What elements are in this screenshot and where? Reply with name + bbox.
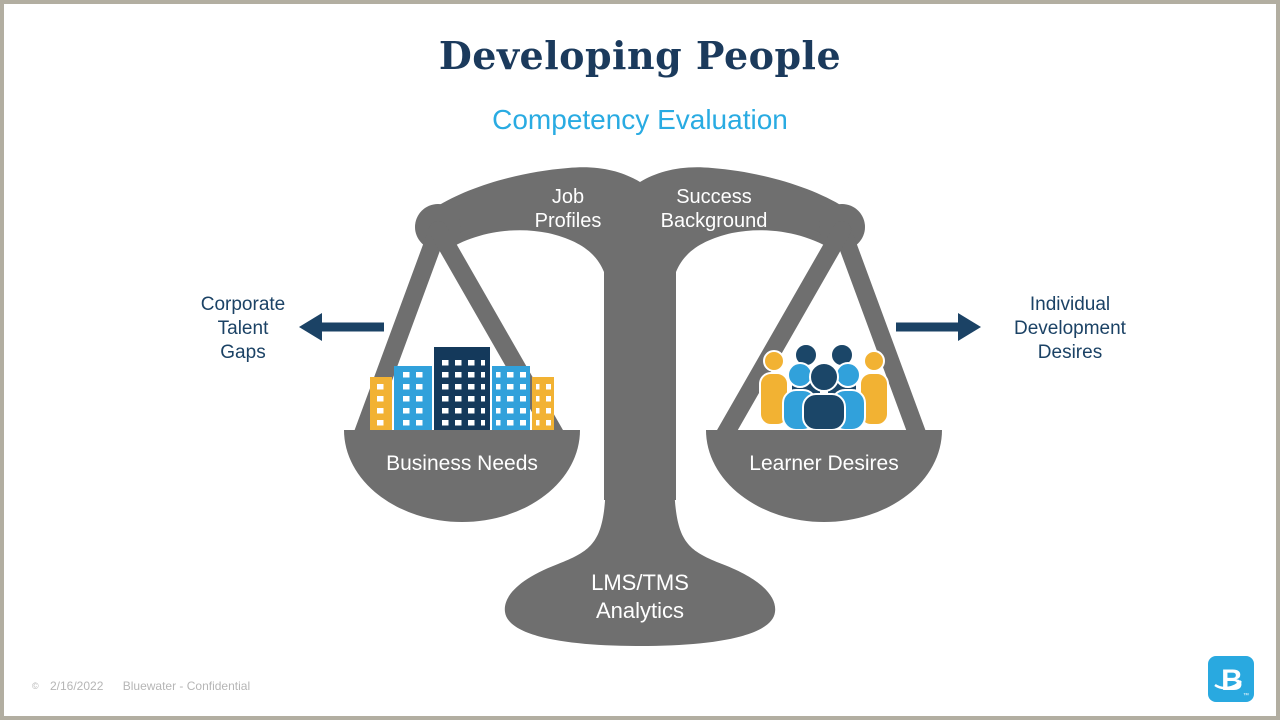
footer-date: 2/16/2022 [49, 679, 104, 693]
left-pan [344, 430, 580, 522]
page-subtitle: Competency Evaluation [492, 104, 788, 135]
copyright-symbol: © [32, 681, 39, 691]
base-label-line1: LMS/TMS [591, 570, 689, 595]
callout-left-line3: Gaps [220, 342, 266, 363]
bluewater-logo: B ™ [1208, 656, 1254, 702]
callout-left-line1: Corporate [200, 294, 286, 315]
beam-left-label-line2: Profiles [535, 210, 602, 232]
slide: Developing People Competency Evaluation [4, 4, 1276, 716]
beam-right-label-line1: Success [676, 186, 752, 208]
people-group-icon [759, 343, 889, 431]
callout-corporate-talent-gaps: Corporate Talent Gaps [143, 293, 343, 365]
callout-individual-development-desires: Individual Development Desires [970, 293, 1170, 365]
beam-left-label-line1: Job [552, 186, 584, 208]
arrow-left [299, 313, 384, 341]
scale-base [504, 470, 776, 646]
city-buildings-icon [370, 347, 554, 431]
callout-right-line2: Development [1014, 318, 1126, 339]
scale-pans [344, 430, 942, 522]
page-title: Developing People [438, 33, 842, 78]
callout-right-line3: Desires [1037, 342, 1103, 363]
logo-swoosh [1214, 680, 1242, 690]
footer: © 2/16/2022 Bluewater - Confidential [32, 679, 250, 693]
left-pan-label: Business Needs [386, 452, 538, 475]
right-pan-label: Learner Desires [749, 452, 898, 475]
arrow-right [896, 313, 981, 341]
bluewater-logo-icon: B ™ [1214, 664, 1249, 699]
right-pan [706, 430, 942, 522]
scale-labels: Job Profiles Success Background Business… [386, 186, 899, 623]
base-label-line2: Analytics [596, 598, 684, 623]
callout-left-line2: Talent [217, 318, 269, 339]
footer-confidential: Bluewater - Confidential [122, 679, 251, 693]
beam-right-label-line2: Background [661, 210, 768, 232]
callout-right-line1: Individual [1029, 294, 1111, 315]
logo-trademark: ™ [1243, 692, 1249, 699]
logo-letter: B [1221, 664, 1243, 697]
